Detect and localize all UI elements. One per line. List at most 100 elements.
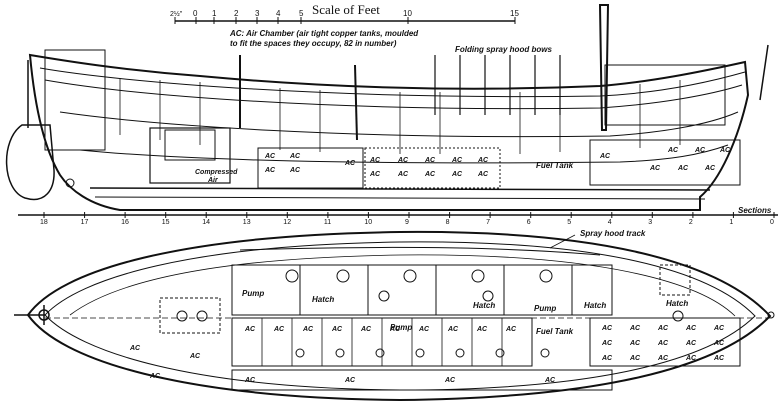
ac-label: AC [360,326,372,333]
scale-of-feet: Scale of Feet 2½" 0 1 2 3 4 5 10 15 [170,2,519,24]
ac-label: AC [289,167,301,174]
ac-label: AC [369,157,381,164]
scale-title: Scale of Feet [312,2,380,17]
scale-label: 2½" [170,10,183,18]
section-number: 2 [689,219,693,226]
ac-label: AC [505,326,517,333]
section-number: 9 [405,219,409,226]
section-number: 17 [81,219,89,226]
ac-label: AC [601,340,613,347]
scale-label: 5 [299,9,304,18]
ac-label: AC [289,153,301,160]
section-number: 7 [486,219,490,226]
ac-label: AC [418,326,430,333]
side-fuel-tank-label: Fuel Tank [536,161,574,170]
ac-label: AC [302,326,314,333]
scale-label: 3 [255,9,260,18]
section-number: 15 [162,219,170,226]
section-number: 11 [324,219,331,226]
ac-label: AC [451,171,463,178]
ac-label: AC [397,157,409,164]
ac-label: AC [629,340,641,347]
ac-label: AC [649,165,661,172]
ac-label: AC [477,171,489,178]
hull-side-outline [28,53,750,211]
spray-hood-bows [434,55,561,115]
hatch-label: Hatch [473,301,495,310]
section-number: 18 [40,219,48,226]
ac-label: AC [685,325,697,332]
hull-plan-outline [26,230,772,402]
ac-label: AC [629,355,641,362]
ac-label: AC [397,171,409,178]
section-number: 8 [446,219,450,226]
ac-label: AC [685,355,697,362]
pump-label: Pump [390,323,412,332]
section-number: 16 [121,219,129,226]
ac-label: AC [244,326,256,333]
section-number: 0 [770,219,774,226]
ac-label: AC [344,377,356,384]
ac-label: AC [129,345,141,352]
ac-label: AC [704,165,716,172]
engine [149,127,231,184]
ac-label: AC [476,326,488,333]
ac-label: AC [331,326,343,333]
ac-label: AC [667,147,679,154]
scale-label: 4 [276,9,281,18]
plan-fuel-tank-label: Fuel Tank [536,327,574,336]
section-number: 1 [729,219,733,226]
ac-label: AC [657,340,669,347]
ac-label: AC [713,325,725,332]
ac-label: AC [149,373,161,380]
ac-label: AC [601,355,613,362]
compressed-air-label: Air [207,177,219,184]
ac-label: AC [447,326,459,333]
hatch-label: Hatch [584,301,606,310]
section-number: 14 [202,219,210,226]
air-chamber-note-line2: to fit the spaces they occupy, 82 in num… [230,39,397,48]
hatch-label: Hatch [312,295,334,304]
ac-label: AC [389,326,401,333]
section-number: 5 [567,219,571,226]
hatch-label: Hatch [666,299,688,308]
ac-label: AC [719,147,731,154]
ac-label: AC [369,171,381,178]
sections-label: Sections [738,206,772,215]
ac-label: AC [713,340,725,347]
ac-label: AC [657,325,669,332]
ac-label: AC [685,340,697,347]
compressed-air-label: Compressed [195,169,238,176]
rudder [5,124,55,201]
ac-label: AC [713,355,725,362]
ac-label: AC [599,153,611,160]
ac-label: AC [264,167,276,174]
ac-label: AC [273,326,285,333]
ac-label: AC [424,171,436,178]
section-number: 4 [608,219,612,226]
ac-label: AC [344,160,356,167]
ac-label: AC [657,355,669,362]
ac-label: AC [244,377,256,384]
plan-view: Spray hood track Pump Hatch Pump Ha [14,229,775,402]
ac-label: AC [424,157,436,164]
section-number: 12 [283,219,291,226]
section-number: 6 [527,219,531,226]
ac-label: AC [677,165,689,172]
scale-label: 2 [234,9,239,18]
air-chamber-note-line1: AC: Air Chamber (air tight copper tanks,… [229,29,419,38]
ac-label: AC [451,157,463,164]
pump-label: Pump [242,289,264,298]
spray-hood-bows-label: Folding spray hood bows [455,45,552,54]
section-number: 13 [243,219,251,226]
ac-label: AC [601,325,613,332]
scale-label: 15 [510,9,519,18]
scale-label: 0 [193,9,198,18]
ac-label: AC [544,377,556,384]
ac-label: AC [264,153,276,160]
side-air-chambers: AC AC AC AC AC AC AC AC AC AC AC AC AC A… [257,139,741,189]
section-number: 10 [364,219,372,226]
